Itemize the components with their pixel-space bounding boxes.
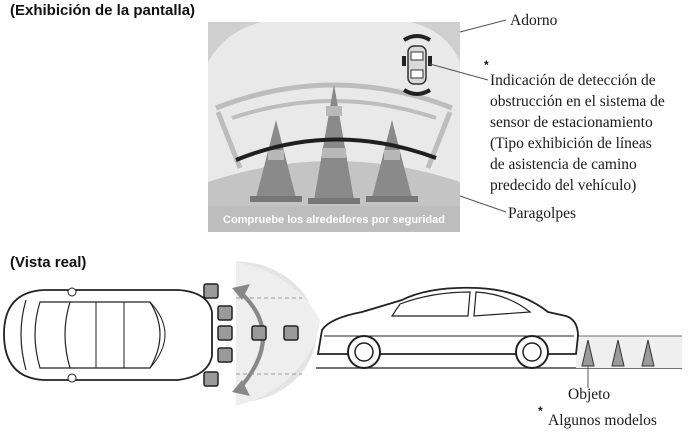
- sensor-1: [203, 283, 219, 299]
- sensor-3: [217, 325, 233, 341]
- indication-label-block: Indicación de detección de obstrucción e…: [490, 70, 665, 196]
- screen-cone-center: [308, 84, 360, 204]
- top-sensors: [203, 283, 299, 387]
- trim-right-corner: [410, 22, 460, 62]
- indication-line: (Tipo exhibición de líneas: [490, 135, 652, 152]
- leader-indication: [429, 63, 489, 81]
- screen-message: Compruebe los alrededores por seguridad: [223, 214, 445, 226]
- side-view: [316, 286, 682, 388]
- footnote-label: Algunos modelos: [548, 412, 657, 429]
- objeto-label: Objeto: [568, 386, 611, 403]
- indication-line: sensor de estacionamiento: [490, 114, 653, 131]
- sensor-2: [217, 305, 233, 321]
- adorno-label: Adorno: [510, 12, 558, 29]
- indication-line: obstrucción en el sistema de: [490, 93, 665, 110]
- sensor-7: [283, 325, 299, 341]
- trim-left-corner: [208, 22, 262, 62]
- side-cone-2: [611, 339, 625, 367]
- indication-line: de asistencia de camino: [490, 156, 637, 173]
- guide-side-right: [425, 111, 453, 169]
- sensor-4: [217, 347, 233, 363]
- screen-cone-left: [250, 120, 302, 202]
- sensor-5: [203, 371, 219, 387]
- top-view: [3, 261, 320, 406]
- indication-line: predecido del vehículo): [490, 177, 637, 194]
- leader-adorno: [459, 19, 507, 33]
- message-bar: [208, 206, 460, 232]
- obstruction-indicator-icon: [402, 34, 432, 96]
- side-car-body: [316, 286, 579, 355]
- screen-cone-right: [366, 120, 418, 202]
- asterisk-mark: *: [484, 58, 489, 72]
- screen-display: Compruebe los alrededores por seguridad: [208, 19, 507, 232]
- front-wheel: [347, 335, 381, 369]
- top-car-body: [3, 289, 213, 381]
- sensor-6: [251, 325, 267, 341]
- rear-wheel: [515, 335, 549, 369]
- predicted-path-line: [235, 137, 437, 162]
- paragolpes-label: Paragolpes: [508, 205, 577, 222]
- side-cone-3: [641, 339, 655, 367]
- real-view-heading: (Vista real): [10, 254, 87, 271]
- leader-paragolpes: [459, 195, 507, 213]
- indication-line: Indicación de detección de: [490, 72, 656, 89]
- footnote-asterisk: *: [538, 404, 543, 418]
- screen-display-heading: (Exhibición de la pantalla): [10, 2, 196, 19]
